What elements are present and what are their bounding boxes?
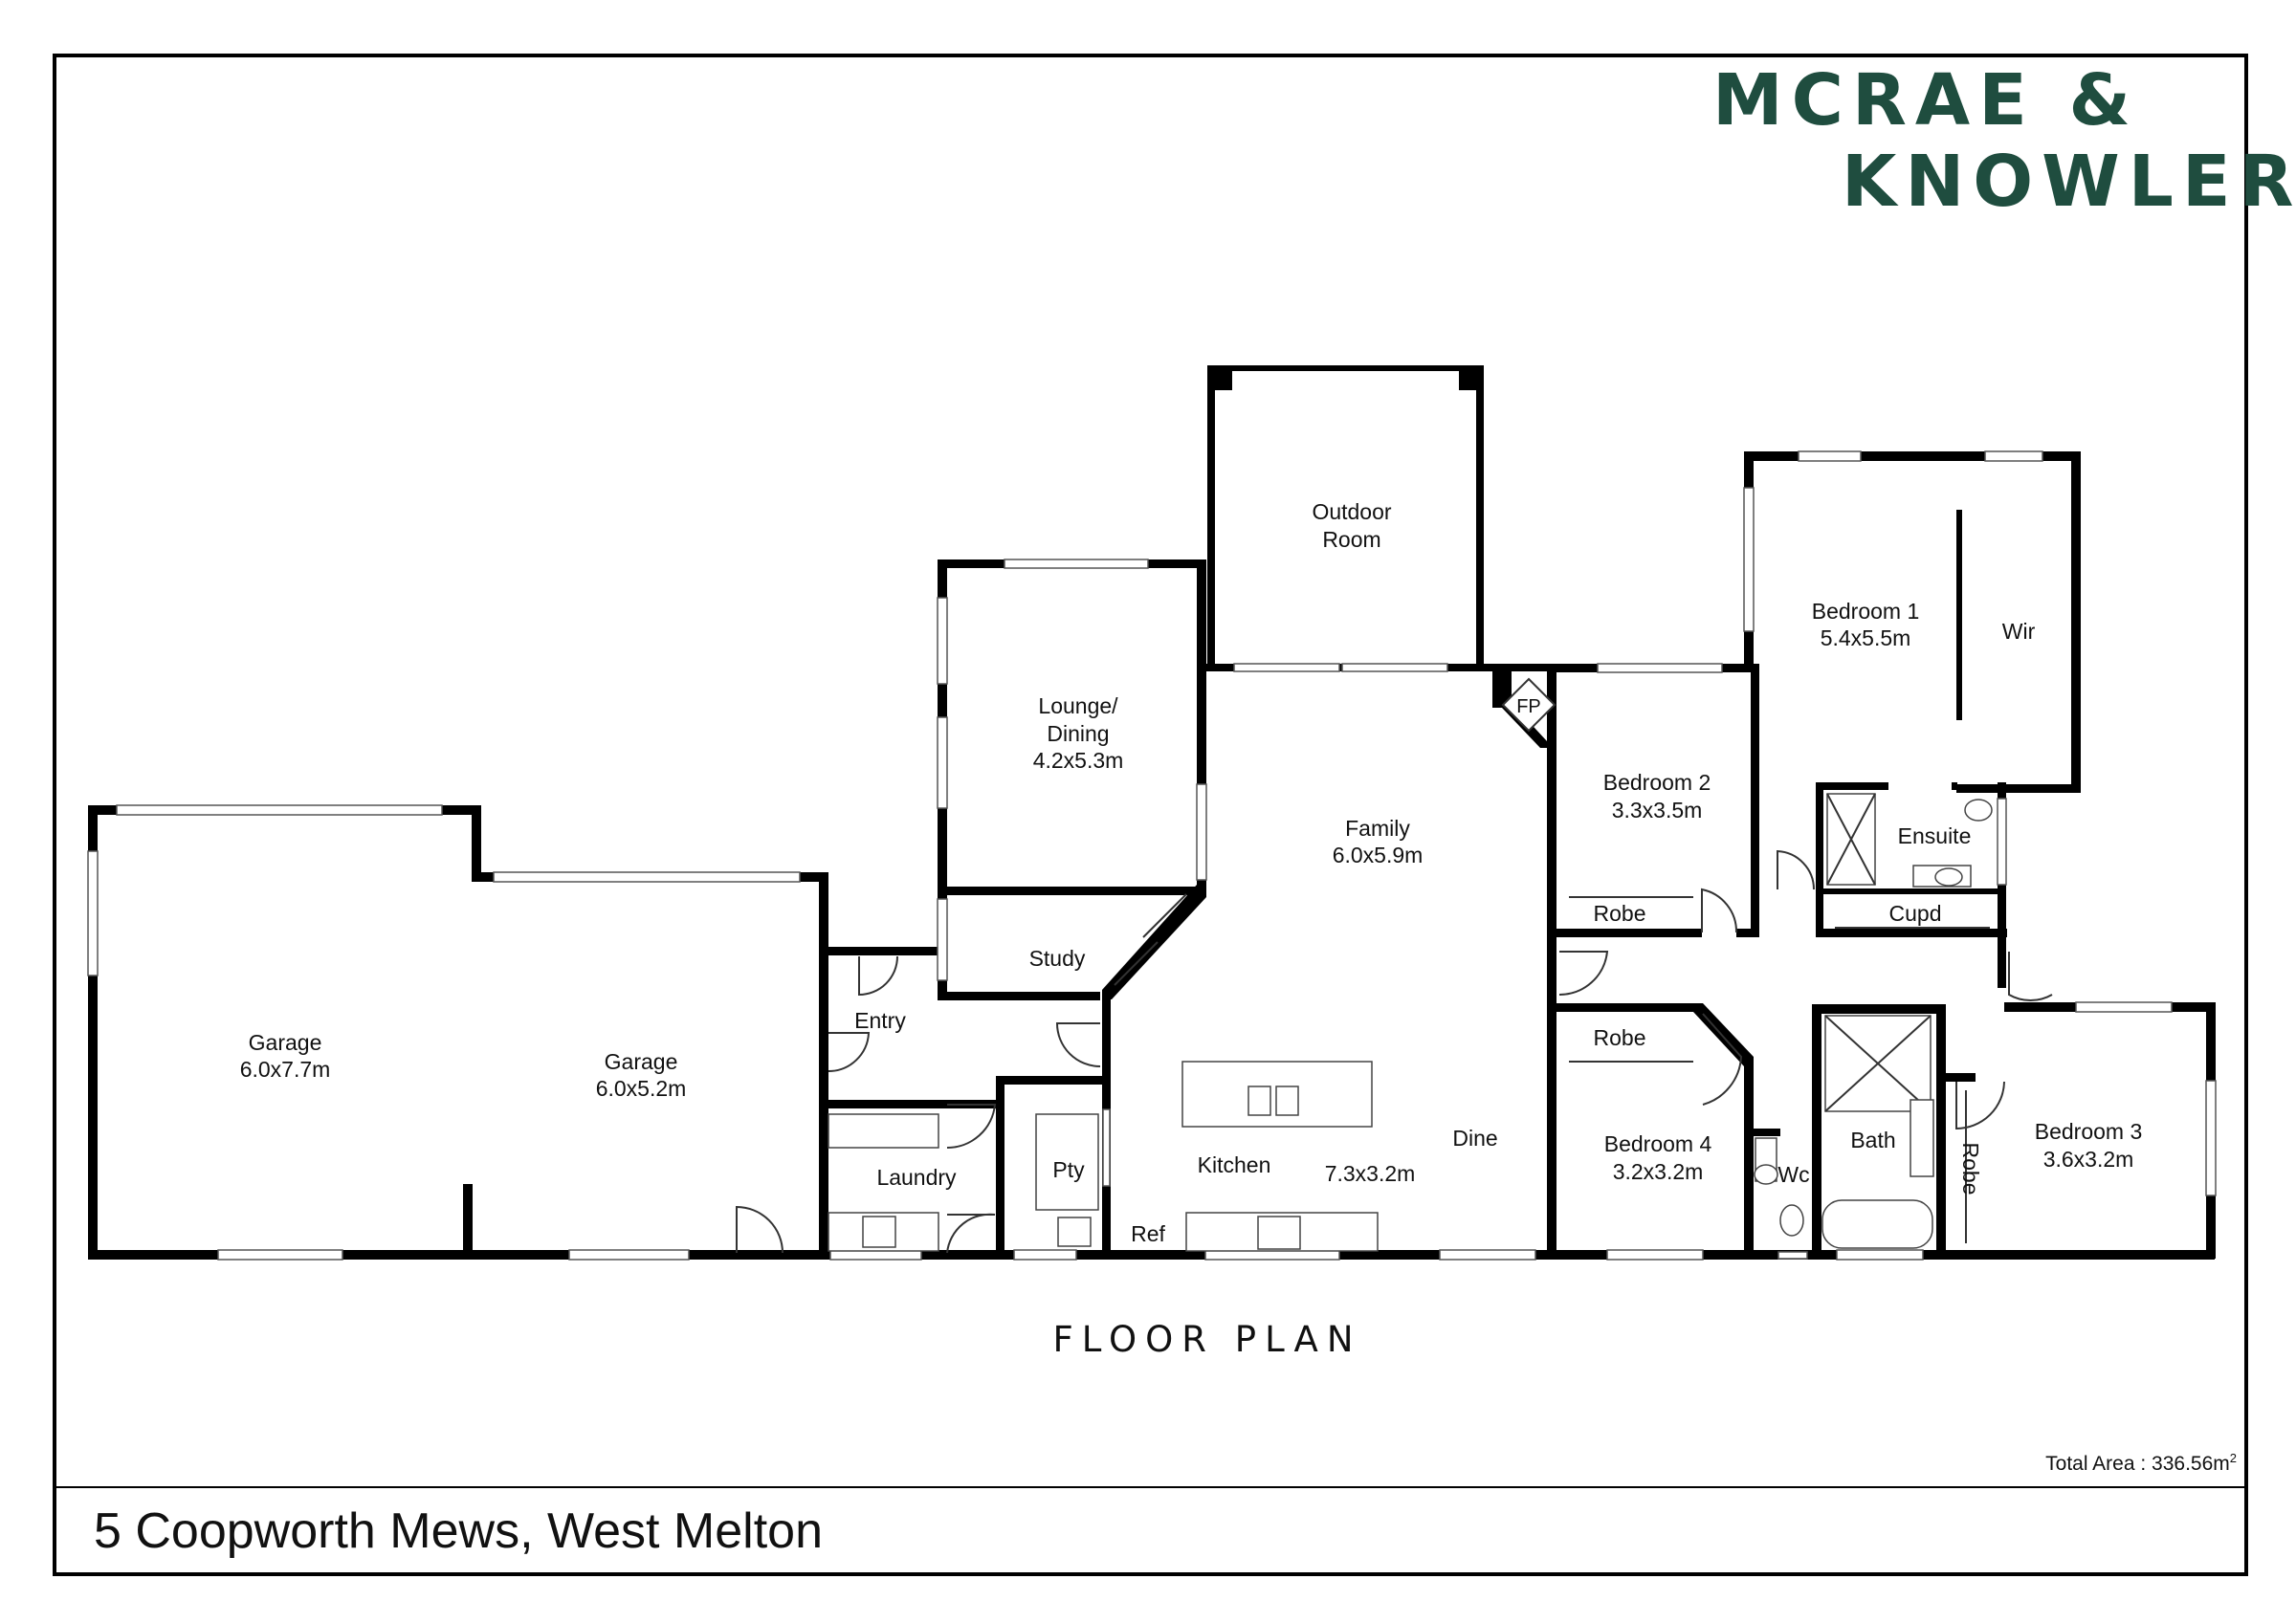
property-address: 5 Coopworth Mews, West Melton	[94, 1503, 823, 1559]
wc-label: Wc	[1777, 1162, 1809, 1187]
total-area-unit-sup: 2	[2230, 1451, 2237, 1465]
outdoor-room-label-1: Outdoor	[1312, 499, 1391, 524]
pantry-label: Pty	[1052, 1157, 1085, 1182]
fireplace-label: FP	[1516, 696, 1541, 717]
family-size: 6.0x5.9m	[1333, 843, 1424, 867]
dine-label: Dine	[1452, 1126, 1497, 1151]
bedroom-3-size: 3.6x3.2m	[2043, 1147, 2134, 1172]
brand-line-1: MCRAE &	[1712, 59, 2139, 142]
bedroom-1-size: 5.4x5.5m	[1821, 625, 1911, 650]
fridge-label: Ref	[1131, 1221, 1165, 1246]
bedroom-2-size: 3.3x3.5m	[1612, 798, 1703, 822]
brand-line-2: KNOWLER	[1842, 141, 2296, 223]
lounge-dining-size: 4.2x5.3m	[1033, 748, 1124, 773]
garage-1-size: 6.0x7.7m	[240, 1057, 331, 1082]
room-labels: Outdoor Room Bedroom 1 5.4x5.5m Wir Loun…	[240, 499, 2143, 1246]
laundry-label: Laundry	[876, 1165, 957, 1190]
bedroom-3-label: Bedroom 3	[2035, 1119, 2143, 1144]
page-frame	[53, 54, 2248, 1576]
kitchen-label: Kitchen	[1198, 1152, 1271, 1177]
total-area-label: Total Area : 336.56m	[2045, 1453, 2230, 1475]
wir-label: Wir	[2002, 619, 2036, 644]
outdoor-room-label-2: Room	[1322, 527, 1380, 552]
study-label: Study	[1029, 946, 1086, 971]
entry-label: Entry	[854, 1008, 906, 1033]
robe-bed4-label: Robe	[1594, 1025, 1646, 1050]
fixtures	[828, 793, 1993, 1252]
garage-1-label: Garage	[249, 1030, 322, 1055]
kitchen-size: 7.3x3.2m	[1325, 1161, 1416, 1186]
lounge-dining-label-1: Lounge/	[1038, 693, 1118, 718]
garage-2-size: 6.0x5.2m	[596, 1076, 687, 1101]
bedroom-4-size: 3.2x3.2m	[1613, 1159, 1704, 1184]
fireplace: FP	[1501, 677, 1556, 733]
ensuite-label: Ensuite	[1898, 823, 1972, 848]
cupd-label: Cupd	[1889, 901, 1942, 926]
bedroom-1-label: Bedroom 1	[1812, 599, 1920, 624]
floor-plan-caption: FLOOR PLAN	[1052, 1319, 1361, 1360]
total-area: Total Area : 336.56m2	[2045, 1451, 2237, 1475]
bath-label: Bath	[1850, 1128, 1895, 1152]
brand-logo: MCRAE & KNOWLER	[1712, 59, 2296, 223]
doors	[736, 849, 2053, 1254]
windows	[87, 450, 2217, 1261]
bedroom-2-label: Bedroom 2	[1603, 770, 1711, 795]
robe-bed3-label: Robe	[1958, 1143, 1983, 1195]
garage-2-label: Garage	[605, 1049, 678, 1074]
bedroom-4-label: Bedroom 4	[1604, 1131, 1712, 1156]
family-label: Family	[1345, 816, 1410, 841]
lounge-dining-label-2: Dining	[1047, 721, 1109, 746]
robe-bed2-label: Robe	[1594, 901, 1646, 926]
